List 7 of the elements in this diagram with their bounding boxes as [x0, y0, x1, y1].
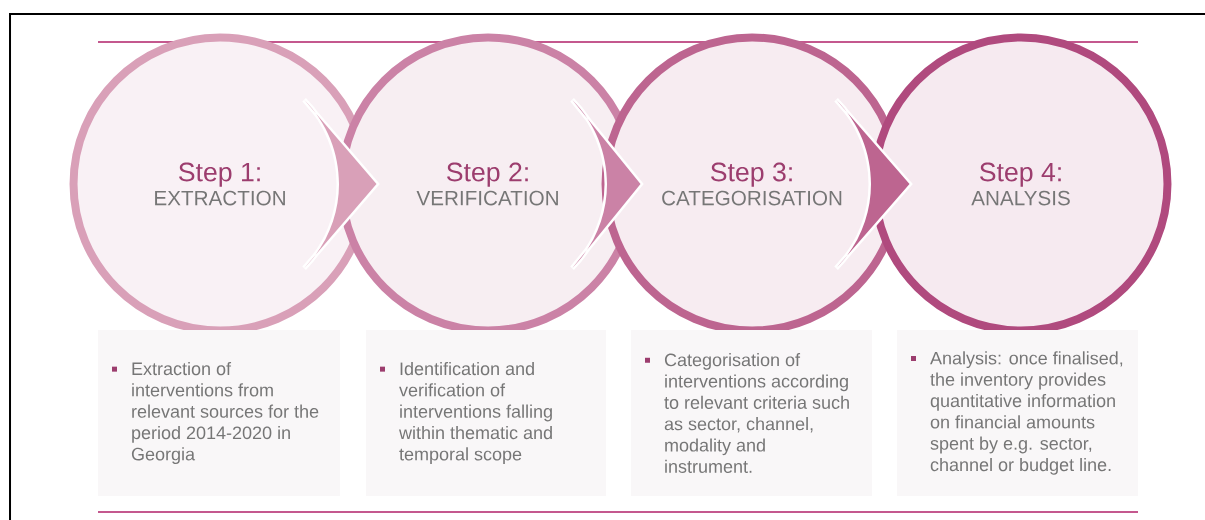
arrow — [833, 97, 912, 271]
arrow — [569, 97, 644, 271]
text-box: Categorisation of interventions according to relevant criteria such as sector, channel, modality and instrument. — [631, 330, 872, 496]
text-box: Extraction of interventions from relevant sources for the period 2014-2020 in Georgia — [98, 330, 340, 496]
text-box: Analysis: once finalised, the inventory provides quantitative information on financial amounts spent by e.g. sector, channel or budget line. — [897, 330, 1138, 496]
text-box: Identification and verification of interventions falling within thematic and temporal scope — [366, 330, 606, 496]
arrow — [301, 97, 380, 271]
